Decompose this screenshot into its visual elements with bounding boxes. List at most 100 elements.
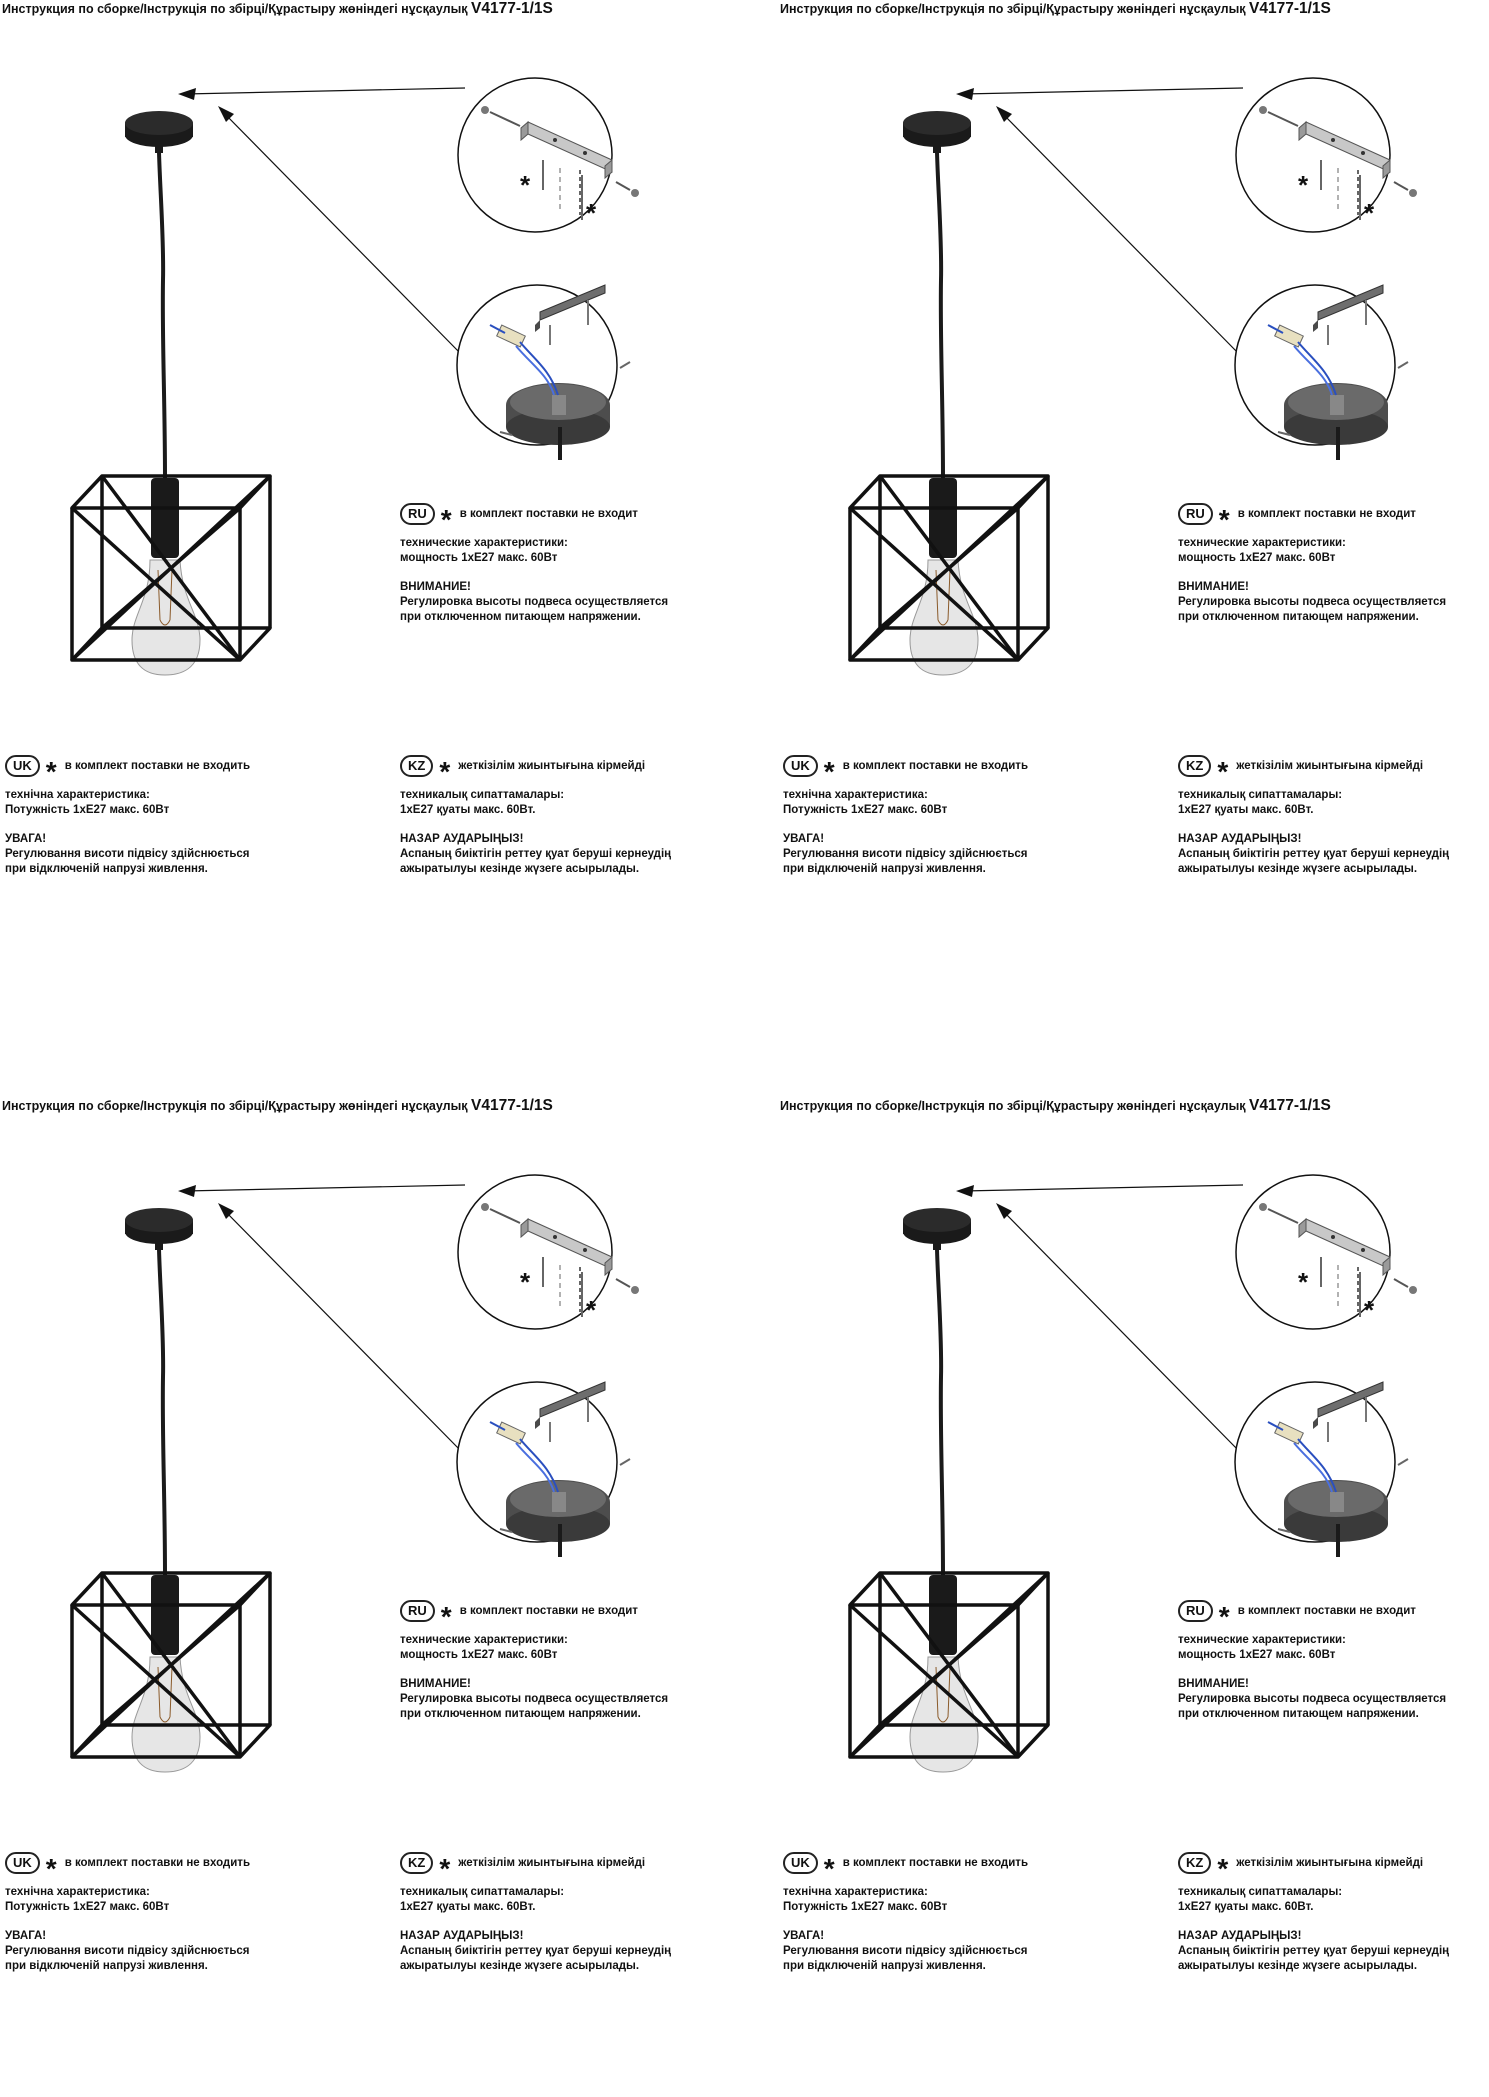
kz-spec-value: 1хЕ27 қуаты макс. 60Вт. [1178,804,1314,816]
kz-not-included: жеткізілім жиынтығына кірмейді [1236,759,1424,772]
uk-spec-value: Потужність 1хЕ27 макс. 60Вт [5,1901,170,1913]
uk-spec-title: технічна характеристика: [5,789,150,801]
title-text: Инструкция по сборке/Інструкція по збірц… [780,1099,1246,1113]
cord [935,151,945,481]
uk-info-block: UK * в комплект поставки не входить техн… [783,1851,1028,1974]
ru-spec-value: мощность 1хЕ27 макс. 60Вт [1178,552,1336,564]
ru-language-badge: RU [1178,503,1213,525]
socket [151,1575,179,1655]
asterisk-mark: * [1218,504,1230,535]
title-text: Инструкция по сборке/Інструкція по збірц… [2,2,468,16]
kz-info-block: KZ * жеткізілім жиынтығына кірмейді техн… [1178,754,1449,877]
canopy-icon [125,111,193,153]
uk-warning-line2: при відключеній напрузі живлення. [783,1960,986,1972]
kz-language-badge: KZ [400,755,434,777]
ru-not-included: в комплект поставки не входит [1237,507,1416,520]
bracket-detail-icon: * * [457,1174,639,1330]
arrow-icon [956,87,1244,356]
model-code: V4177-1/1S [471,1097,553,1114]
arrow-icon [178,1184,466,1453]
assembly-illustration: * * [70,77,639,676]
kz-warning-line2: ажыратылуы кезінде жүзеге асырылады. [400,1960,640,1972]
asterisk-mark: * [586,198,597,228]
kz-warning-line2: ажыратылуы кезінде жүзеге асырылады. [1178,1960,1418,1972]
uk-warning-line1: Регулювання висоти підвісу здійснюється [5,1945,250,1957]
bulb-icon [131,1656,201,1773]
bulb-icon [909,1656,979,1773]
ru-info-block: RU * в комплект поставки не входит техни… [400,1599,668,1722]
socket [929,478,957,558]
wiring-detail-icon [456,1381,631,1557]
uk-warning-title: УВАГА! [5,833,47,845]
model-code: V4177-1/1S [1249,1097,1331,1114]
uk-not-included: в комплект поставки не входить [842,759,1029,772]
asterisk-mark: * [440,504,452,535]
asterisk-mark: * [1217,1853,1229,1884]
cage-lamp-icon [848,1571,1050,1759]
kz-language-badge: KZ [1178,755,1212,777]
canopy-icon [125,1208,193,1250]
asterisk-mark: * [1364,198,1375,228]
socket [151,478,179,558]
model-code: V4177-1/1S [1249,0,1331,17]
kz-warning-line1: Аспаның биіктігін реттеу қуат беруші кер… [1178,848,1450,860]
cage-lamp-icon [848,474,1050,662]
kz-language-badge: KZ [400,1852,434,1874]
uk-spec-value: Потужність 1хЕ27 макс. 60Вт [783,804,948,816]
kz-warning-title: НАЗАР АУДАРЫҢЫЗ! [400,833,524,845]
ru-warning-title: ВНИМАНИЕ! [400,1678,471,1690]
cage-lamp-icon [70,1571,272,1759]
ru-not-included: в комплект поставки не входит [459,507,638,520]
sheet-title: Инструкция по сборке/Інструкція по збірц… [780,1097,1331,1115]
kz-warning-line1: Аспаның биіктігін реттеу қуат беруші кер… [400,848,672,860]
kz-warning-line2: ажыратылуы кезінде жүзеге асырылады. [1178,863,1418,875]
uk-warning-title: УВАГА! [5,1930,47,1942]
kz-spec-value: 1хЕ27 қуаты макс. 60Вт. [400,1901,536,1913]
asterisk-mark: * [1364,1295,1375,1325]
uk-info-block: UK * в комплект поставки не входить техн… [783,754,1028,877]
asterisk-mark: * [1298,1267,1309,1297]
asterisk-mark: * [440,1601,452,1632]
cord [157,151,167,481]
asterisk-mark: * [520,1267,531,1297]
cord [935,1248,945,1578]
kz-not-included: жеткізілім жиынтығына кірмейді [458,759,646,772]
arrow-icon [178,87,466,356]
kz-not-included: жеткізілім жиынтығына кірмейді [458,1856,646,1869]
asterisk-mark: * [45,1853,57,1884]
ru-language-badge: RU [400,503,435,525]
ru-info-block: RU * в комплект поставки не входит техни… [1178,1599,1446,1722]
ru-spec-title: технические характеристики: [400,537,568,549]
ru-warning-line2: при отключенном питающем напряжении. [400,1708,641,1720]
ru-warning-line1: Регулировка высоты подвеса осуществляетс… [400,596,669,608]
wiring-detail-icon [1234,284,1409,460]
bracket-detail-icon: * * [1235,77,1417,233]
uk-not-included: в комплект поставки не входить [64,1856,251,1869]
canopy-icon [903,111,971,153]
kz-warning-title: НАЗАР АУДАРЫҢЫЗ! [400,1930,524,1942]
wiring-detail-icon [456,284,631,460]
uk-info-block: UK * в комплект поставки не входить техн… [5,754,250,877]
ru-spec-title: технические характеристики: [1178,1634,1346,1646]
uk-not-included: в комплект поставки не входить [64,759,251,772]
ru-spec-value: мощность 1хЕ27 макс. 60Вт [400,1649,558,1661]
canopy-icon [903,1208,971,1250]
kz-spec-title: техникалық сипаттамалары: [1178,789,1343,801]
sheet-title: Инструкция по сборке/Інструкція по збірц… [780,0,1331,18]
kz-warning-line2: ажыратылуы кезінде жүзеге асырылады. [400,863,640,875]
uk-spec-title: технічна характеристика: [5,1886,150,1898]
uk-warning-line2: при відключеній напрузі живлення. [783,863,986,875]
ru-warning-line1: Регулировка высоты подвеса осуществляетс… [1178,596,1447,608]
instruction-sheet: Инструкция по сборке/Інструкція по збірц… [0,0,744,1000]
uk-spec-title: технічна характеристика: [783,1886,928,1898]
uk-not-included: в комплект поставки не входить [842,1856,1029,1869]
assembly-illustration: * * [848,1174,1417,1773]
ru-warning-line1: Регулировка высоты подвеса осуществляетс… [1178,1693,1447,1705]
uk-spec-title: технічна характеристика: [783,789,928,801]
assembly-illustration: * * [70,1174,639,1773]
kz-language-badge: KZ [1178,1852,1212,1874]
uk-warning-line2: при відключеній напрузі живлення. [5,1960,208,1972]
kz-not-included: жеткізілім жиынтығына кірмейді [1236,1856,1424,1869]
ru-warning-line2: при отключенном питающем напряжении. [1178,611,1419,623]
bracket-detail-icon: * * [1235,1174,1417,1330]
